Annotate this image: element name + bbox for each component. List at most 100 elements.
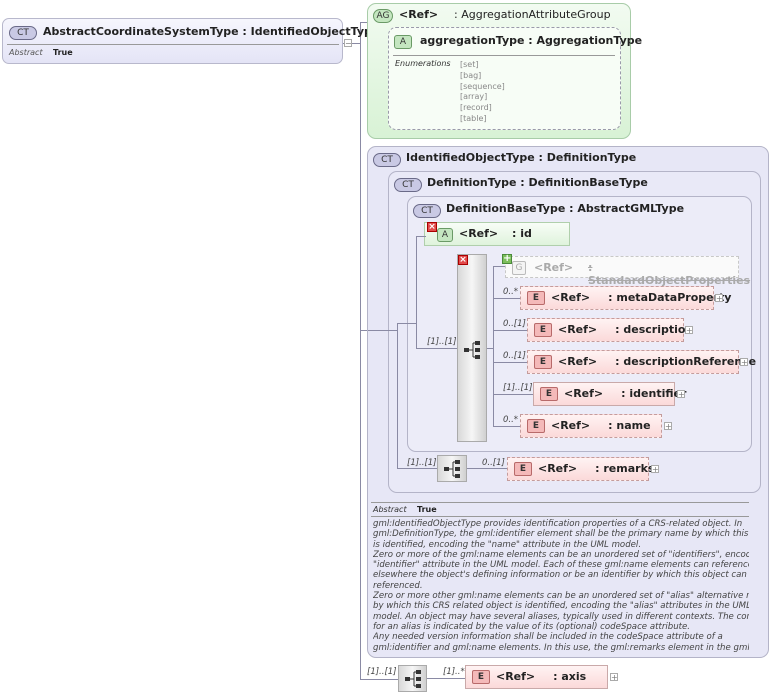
element-descriptionreference[interactable]: E <Ref>: descriptionReference bbox=[527, 350, 756, 374]
connector-line bbox=[397, 323, 398, 468]
sequence-compositor[interactable] bbox=[457, 254, 487, 442]
id-ref: <Ref> bbox=[459, 227, 499, 240]
expand-icon[interactable]: + bbox=[651, 465, 659, 474]
enum-value: [set] bbox=[460, 60, 479, 69]
connector-line bbox=[416, 348, 458, 349]
enum-value: [array] bbox=[460, 92, 488, 102]
group-icon: G bbox=[512, 261, 526, 275]
id-attribute[interactable]: A <Ref> : id bbox=[424, 222, 570, 246]
expand-icon[interactable]: + bbox=[610, 673, 618, 682]
connector-line bbox=[360, 22, 361, 680]
element-ref: <Ref>: identifier bbox=[564, 387, 687, 400]
connector-line bbox=[360, 22, 368, 23]
divider bbox=[371, 502, 749, 503]
connector-line bbox=[493, 298, 520, 299]
element-ref: <Ref>: axis bbox=[496, 670, 587, 683]
expand-icon[interactable]: + bbox=[715, 294, 723, 303]
cardinality-label: 0..[1] bbox=[482, 458, 505, 468]
prohibited-x-icon: × bbox=[458, 255, 468, 265]
group-ref: <Ref> bbox=[534, 261, 574, 274]
divider bbox=[393, 55, 615, 56]
complex-type-icon: CT bbox=[9, 26, 37, 40]
attribute-title: aggregationType : AggregationType bbox=[420, 34, 643, 47]
element-metadataproperty[interactable]: E <Ref>: metaDataProperty bbox=[520, 286, 731, 310]
divider bbox=[371, 516, 749, 517]
connector-line bbox=[493, 426, 520, 427]
documentation-text: gml:IdentifiedObjectType provides identi… bbox=[373, 519, 749, 653]
connector-line bbox=[368, 330, 398, 331]
element-axis[interactable]: E <Ref>: axis bbox=[465, 665, 608, 689]
prohibited-x-icon: × bbox=[427, 222, 437, 232]
element-ref: <Ref>: metaDataProperty bbox=[551, 291, 732, 304]
connector-line bbox=[360, 679, 398, 680]
element-identifier[interactable]: E <Ref>: identifier bbox=[533, 382, 686, 406]
abstract-value: True bbox=[53, 48, 73, 57]
enumeration-values: [set] [bag] [sequence] [array] [record] … bbox=[460, 60, 505, 125]
sequence-compositor-icon bbox=[444, 460, 460, 478]
sequence-compositor-icon bbox=[464, 341, 480, 359]
connector-line bbox=[493, 330, 527, 331]
element-icon: E bbox=[540, 387, 558, 401]
cardinality-label: [1]..[1] bbox=[503, 383, 533, 393]
cardinality-label: 0..[1] bbox=[503, 351, 526, 361]
standard-object-properties-group[interactable]: G <Ref> : StandardObjectProperties bbox=[505, 256, 750, 287]
enum-value: [table] bbox=[460, 113, 487, 123]
expand-icon[interactable]: + bbox=[685, 326, 693, 335]
connector-line bbox=[493, 394, 533, 395]
element-ref: <Ref>: description bbox=[558, 323, 694, 336]
root-type-title: AbstractCoordinateSystemType : Identifie… bbox=[43, 25, 380, 38]
abstract-label: Abstract bbox=[373, 505, 407, 514]
sequence-compositor-icon bbox=[405, 670, 421, 688]
group-name: : StandardObjectProperties bbox=[588, 261, 751, 287]
attribute-group-ref: <Ref> bbox=[399, 8, 439, 21]
expand-icon[interactable]: + bbox=[740, 358, 748, 367]
cardinality-label: 0..[1] bbox=[503, 319, 526, 329]
divider bbox=[7, 44, 339, 45]
collapse-icon[interactable]: − bbox=[344, 39, 352, 48]
element-icon: E bbox=[472, 670, 490, 684]
connector-line bbox=[397, 468, 437, 469]
definition-type-title: DefinitionType : DefinitionBaseType bbox=[427, 176, 648, 189]
attribute-icon: A bbox=[394, 35, 412, 49]
enumerations-label: Enumerations bbox=[395, 59, 451, 68]
element-name[interactable]: E <Ref>: name bbox=[520, 414, 662, 438]
cardinality-label: [1]..* bbox=[443, 667, 465, 677]
sequence-compositor[interactable] bbox=[437, 455, 467, 482]
connector-line bbox=[397, 323, 417, 324]
aggregation-type-attribute[interactable]: A aggregationType : AggregationType Enum… bbox=[388, 27, 642, 130]
identified-object-title: IdentifiedObjectType : DefinitionType bbox=[406, 151, 637, 164]
connector-line bbox=[493, 266, 494, 426]
expand-icon[interactable]: + bbox=[677, 390, 685, 399]
connector-line bbox=[353, 43, 361, 44]
element-remarks[interactable]: E <Ref>: remarks bbox=[507, 457, 654, 481]
cardinality-label: [1]..[1] bbox=[367, 667, 397, 677]
cardinality-label: [1]..[1] bbox=[427, 337, 457, 347]
enum-value: [sequence] bbox=[460, 81, 505, 91]
attribute-icon: A bbox=[437, 228, 453, 242]
cardinality-label: 0..* bbox=[503, 287, 519, 297]
element-ref: <Ref>: descriptionReference bbox=[558, 355, 757, 368]
connector-line bbox=[493, 266, 505, 267]
attribute-group-box[interactable]: AG <Ref> : AggregationAttributeGroup A a… bbox=[367, 3, 642, 139]
connector-line bbox=[427, 678, 465, 679]
element-icon: E bbox=[534, 323, 552, 337]
expand-icon[interactable]: + bbox=[664, 422, 672, 431]
element-icon: E bbox=[514, 462, 532, 476]
cardinality-label: [1]..[1] bbox=[407, 458, 437, 468]
root-complex-type[interactable]: CT AbstractCoordinateSystemType : Identi… bbox=[2, 18, 379, 64]
connector-line bbox=[493, 362, 527, 363]
expand-plus-icon[interactable]: + bbox=[502, 253, 512, 264]
element-icon: E bbox=[527, 419, 545, 433]
complex-type-icon: CT bbox=[373, 153, 401, 167]
connector-line bbox=[467, 468, 507, 469]
complex-type-icon: CT bbox=[394, 178, 422, 192]
complex-type-icon: CT bbox=[413, 204, 441, 218]
element-ref: <Ref>: remarks bbox=[538, 462, 655, 475]
connector-line bbox=[360, 330, 368, 331]
sequence-compositor[interactable] bbox=[398, 665, 427, 692]
abstract-value: True bbox=[417, 505, 437, 514]
connector-line bbox=[416, 236, 417, 348]
element-description[interactable]: E <Ref>: description bbox=[527, 318, 693, 342]
attribute-group-name: : AggregationAttributeGroup bbox=[454, 8, 611, 21]
element-ref: <Ref>: name bbox=[551, 419, 651, 432]
